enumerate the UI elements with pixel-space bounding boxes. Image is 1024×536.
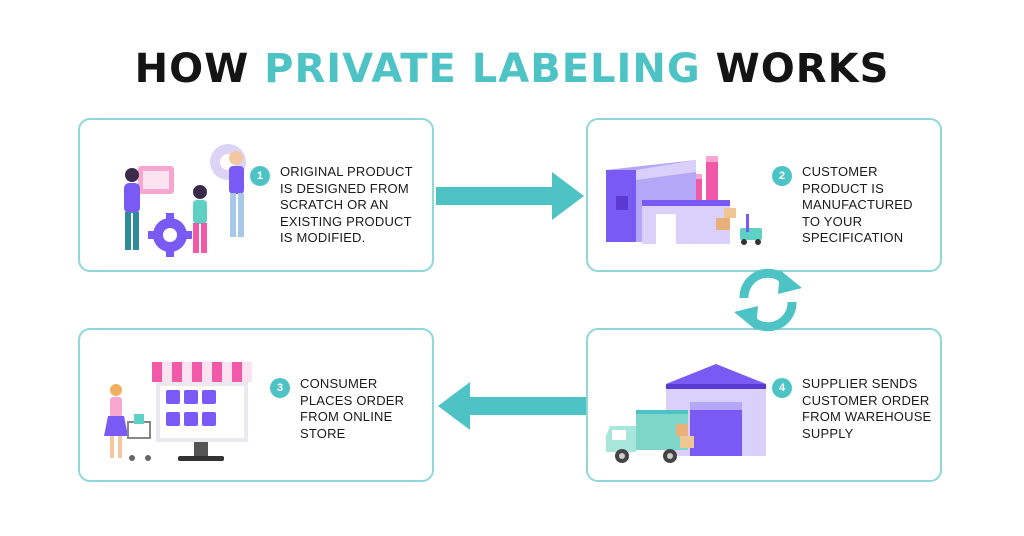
title-part-1: HOW bbox=[134, 46, 265, 92]
title-highlight: PRIVATE LABELING bbox=[264, 46, 701, 92]
arrow-left-icon bbox=[438, 382, 586, 430]
online-store-icon bbox=[104, 362, 252, 461]
step-badge-4: 4 bbox=[772, 378, 792, 398]
cycle-arrows-icon bbox=[734, 268, 802, 332]
step-text-3: CONSUMER PLACES ORDER FROM ONLINE STORE bbox=[300, 376, 405, 441]
step-badge-2: 2 bbox=[772, 166, 792, 186]
step-2: 2 CUSTOMER PRODUCT IS MANUFACTURED TO YO… bbox=[772, 164, 922, 247]
step-badge-3: 3 bbox=[270, 378, 290, 398]
step-text-1: ORIGINAL PRODUCT IS DESIGNED FROM SCRATC… bbox=[280, 164, 413, 245]
step-card-3: 3 CONSUMER PLACES ORDER FROM ONLINE STOR… bbox=[78, 328, 434, 482]
step-card-2: 2 CUSTOMER PRODUCT IS MANUFACTURED TO YO… bbox=[586, 118, 942, 272]
page-title: HOW PRIVATE LABELING WORKS bbox=[0, 46, 1024, 92]
warehouse-truck-icon bbox=[606, 364, 766, 463]
step-text-4: SUPPLIER SENDS CUSTOMER ORDER FROM WAREH… bbox=[802, 376, 932, 441]
step-badge-1: 1 bbox=[250, 166, 270, 186]
step-text-2: CUSTOMER PRODUCT IS MANUFACTURED TO YOUR… bbox=[802, 164, 913, 245]
design-team-icon bbox=[124, 144, 246, 257]
step-card-1: 1 ORIGINAL PRODUCT IS DESIGNED FROM SCRA… bbox=[78, 118, 434, 272]
arrow-right-icon bbox=[436, 172, 584, 220]
step-3: 3 CONSUMER PLACES ORDER FROM ONLINE STOR… bbox=[270, 376, 410, 442]
step-1: 1 ORIGINAL PRODUCT IS DESIGNED FROM SCRA… bbox=[250, 164, 420, 247]
step-card-4: 4 SUPPLIER SENDS CUSTOMER ORDER FROM WAR… bbox=[586, 328, 942, 482]
step-4: 4 SUPPLIER SENDS CUSTOMER ORDER FROM WAR… bbox=[772, 376, 942, 442]
title-part-2: WORKS bbox=[700, 46, 890, 92]
factory-icon bbox=[606, 156, 762, 245]
